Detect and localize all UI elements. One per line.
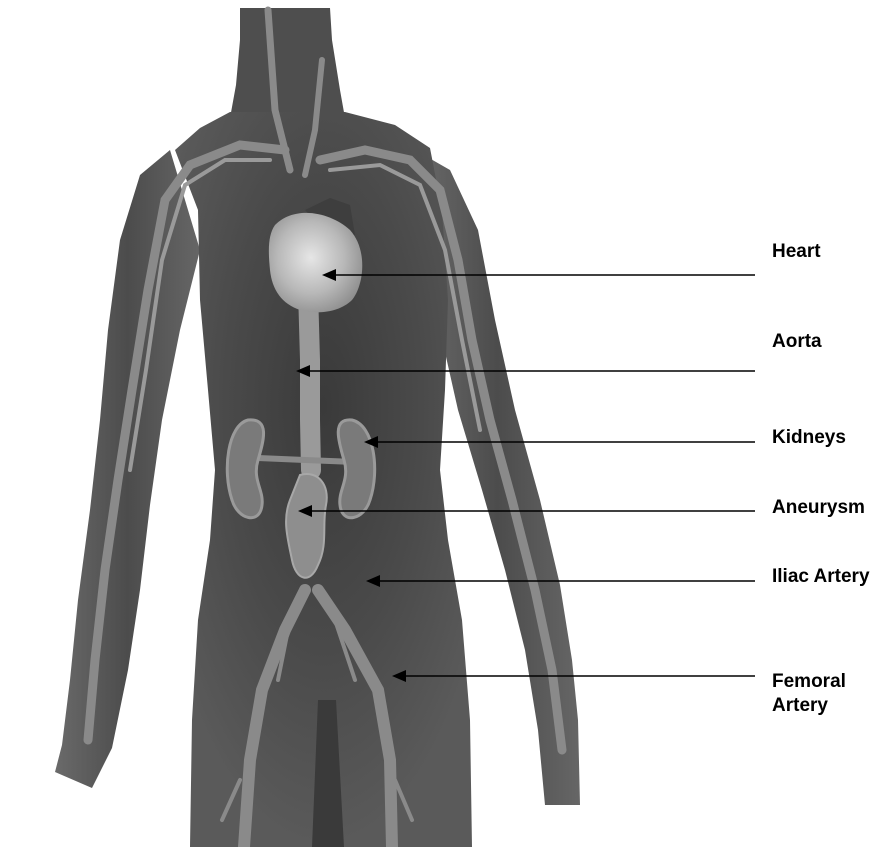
label-aneurysm: Aneurysm <box>772 496 865 520</box>
label-aorta: Aorta <box>772 330 822 354</box>
label-kidneys: Kidneys <box>772 426 846 450</box>
renal-vessels <box>258 458 355 462</box>
aorta-vessel <box>308 290 311 470</box>
label-heart: Heart <box>772 240 821 264</box>
head-neck <box>230 8 345 118</box>
label-femoral-artery: Femoral Artery <box>772 670 882 718</box>
label-iliac-artery: Iliac Artery <box>772 565 870 589</box>
left-arm <box>55 150 200 788</box>
